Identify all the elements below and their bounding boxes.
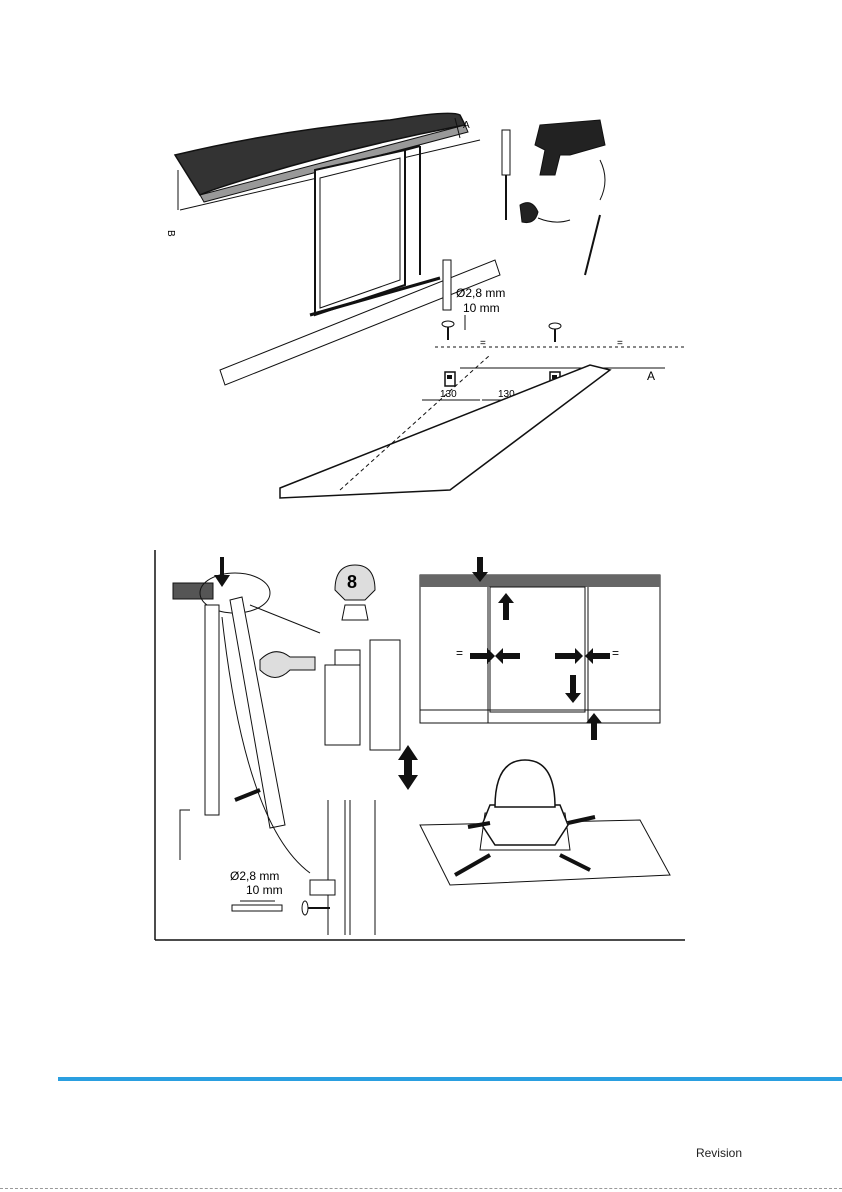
adjust-arrow-down-left-icon: [455, 855, 490, 875]
down-arrow-icon: [214, 557, 230, 587]
wrench-side-icon: [260, 652, 315, 678]
cabinet-door-edge: [205, 605, 219, 815]
leader-line: [250, 605, 320, 633]
fig2-drill-label: Ø2,8 mm: [230, 869, 279, 883]
fig1-equal-left: =: [480, 338, 486, 349]
installation-figure-top: A B Ø2,8 mm 10 mm = = A: [160, 100, 700, 505]
hex-nut-icon: [482, 805, 568, 845]
wrench-size-label: 8: [347, 572, 357, 592]
plinth-profile: [180, 810, 190, 860]
tape-measure-strip: [538, 218, 570, 222]
cabinet-side-panel: [370, 640, 400, 750]
screw-horizontal-icon: [302, 901, 330, 915]
drill-bit-icon: [443, 260, 451, 310]
worktop-fixing-drawing: A B Ø2,8 mm 10 mm = = A: [160, 100, 700, 505]
dim-b-label: B: [165, 230, 176, 237]
tape-measure-icon: [520, 203, 538, 223]
worktop-band: [420, 575, 660, 587]
fig2-equal-left: =: [456, 646, 463, 660]
footer-revision-label: Revision: [696, 1146, 742, 1160]
screwdriver-handle-icon: [502, 130, 510, 175]
hinge-block: [325, 665, 360, 745]
door-arrow-icon: [235, 790, 260, 800]
nut-icon: [342, 605, 368, 620]
fig2-equal-right: =: [612, 646, 619, 660]
power-drill-icon: [535, 120, 605, 175]
vertical-adjust-arrow-icon: [398, 745, 418, 790]
cap-nut-dome-icon: [495, 760, 555, 807]
fig1-drill-label: Ø2,8 mm: [456, 286, 505, 300]
drill-bit-horizontal-icon: [232, 905, 282, 911]
pencil-icon: [585, 215, 600, 275]
drill-cable: [600, 160, 605, 200]
dim-a-top-label: A: [463, 120, 470, 131]
worktop-section: [173, 583, 213, 599]
adjust-arrow-right-icon: [568, 817, 595, 823]
fig1-equal-right: =: [617, 338, 623, 349]
screw-icon-left: [442, 321, 454, 340]
lower-bracket: [310, 880, 335, 895]
fig2-depth-label: 10 mm: [246, 883, 283, 897]
footer-divider: [58, 1077, 842, 1081]
adjust-nut: [335, 650, 360, 665]
door-adjustment-drawing: 8 Ø2,8 mm 10 mm = =: [150, 545, 690, 945]
installation-figure-bottom: 8 Ø2,8 mm 10 mm = =: [150, 545, 690, 945]
fig1-depth-label: 10 mm: [463, 301, 500, 315]
dim-a-right-label: A: [647, 369, 655, 383]
screw-icon-right: [549, 323, 561, 342]
dim-130-left-label: 130: [440, 389, 457, 400]
page-bottom-edge: [0, 1188, 842, 1189]
mounting-bracket-left: [445, 372, 455, 386]
adjust-arrow-down-right-icon: [560, 855, 590, 870]
appliance-door-open: [230, 597, 285, 828]
